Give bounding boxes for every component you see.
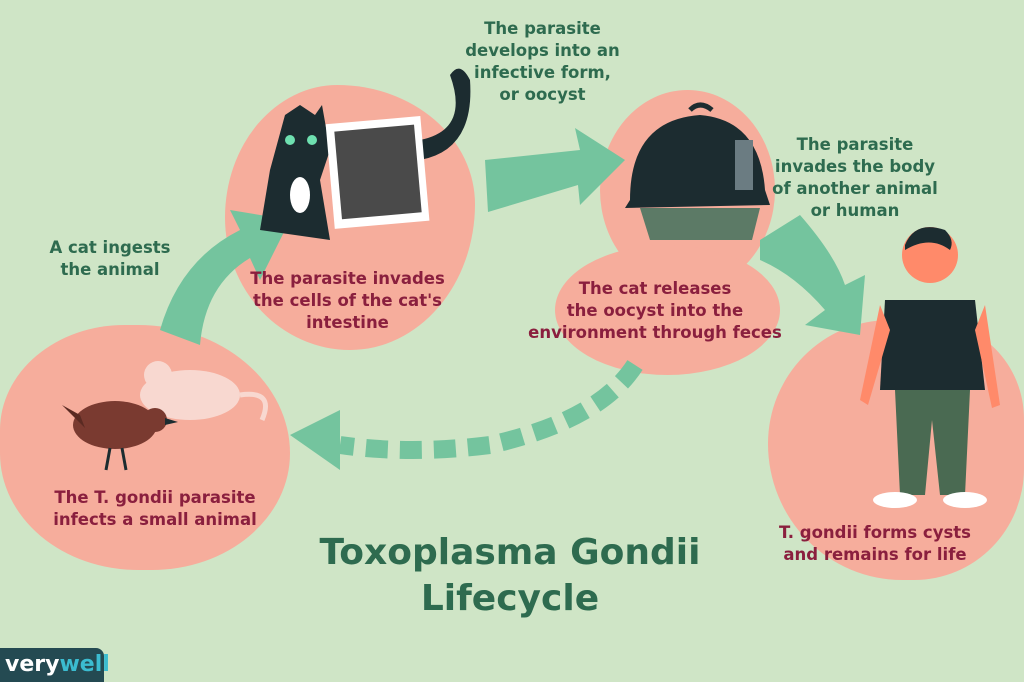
blob-release — [555, 245, 780, 375]
blob-animal — [0, 325, 290, 570]
step-releases-oocyst: The cat releases the oocyst into the env… — [528, 279, 782, 342]
person-icon — [860, 227, 1000, 508]
step-forms-cysts: T. gondii forms cysts and remains for li… — [779, 523, 971, 564]
step-cat-ingests: A cat ingests the animal — [49, 238, 171, 279]
bird-icon — [62, 401, 178, 471]
logo-part-well: well — [59, 652, 110, 677]
step-develops-oocyst: The parasite develops into an infective … — [465, 19, 620, 104]
step-infects-animal: The T. gondii parasite infects a small a… — [53, 488, 257, 529]
cat-icon — [260, 68, 471, 240]
arrow-icon — [160, 128, 865, 345]
logo-part-very: very — [5, 652, 60, 677]
dashed-arrow-icon — [338, 359, 643, 459]
litter-box-icon — [625, 102, 770, 240]
step-invades-intestine: The parasite invades the cells of the ca… — [250, 269, 445, 332]
step-invades-body: The parasite invades the body of another… — [772, 135, 938, 220]
arrowhead-icon — [290, 410, 340, 470]
verywell-logo: verywell — [0, 648, 110, 682]
mouse-icon — [140, 361, 268, 421]
page-title: Toxoplasma Gondii Lifecycle — [319, 532, 701, 619]
